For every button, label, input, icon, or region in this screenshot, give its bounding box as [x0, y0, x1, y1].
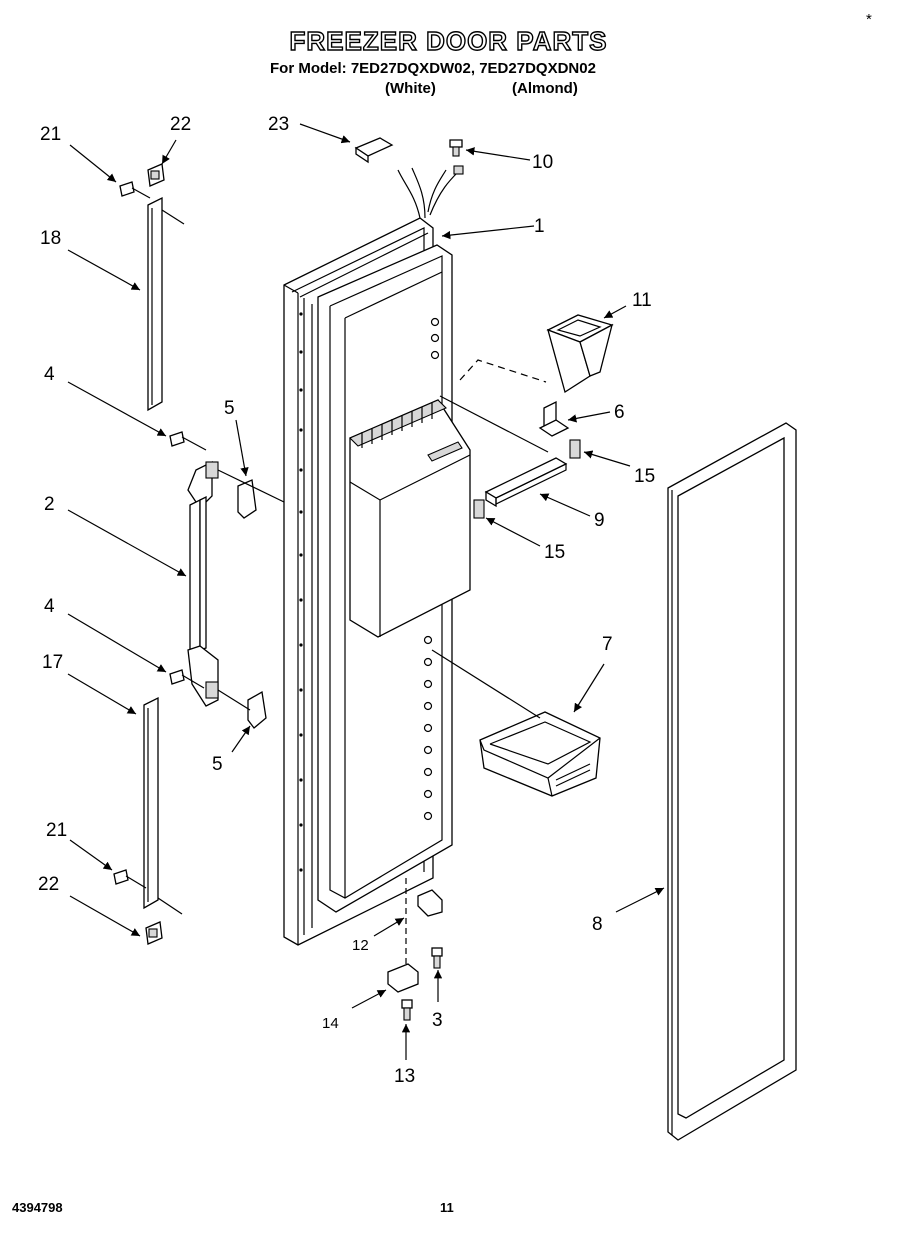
dispenser-housing	[349, 399, 471, 638]
callout-4-lower: 4	[44, 596, 55, 617]
guide-line-7	[431, 649, 541, 719]
callout-2: 2	[44, 494, 55, 515]
ice-chute	[546, 314, 614, 394]
callout-6: 6	[614, 402, 625, 423]
callout-13: 13	[394, 1066, 415, 1087]
hinge-bushing	[417, 889, 443, 917]
page-number: 11	[440, 1200, 454, 1215]
callout-5-upper: 5	[224, 398, 235, 419]
callout-22-lower: 22	[38, 874, 59, 895]
clip-15-upper	[569, 439, 581, 459]
callout-12: 12	[352, 937, 369, 954]
plug-22-upper	[147, 163, 165, 187]
guide-line-5a	[217, 469, 285, 503]
callout-3: 3	[432, 1010, 443, 1031]
variant-white-label: (White)	[385, 80, 436, 97]
guide-line-5b	[217, 689, 251, 711]
callout-leaders	[67, 123, 665, 1060]
callout-23: 23	[268, 114, 289, 135]
door-handle	[187, 460, 219, 707]
plug-22-lower	[145, 921, 163, 945]
dispenser-bar	[484, 457, 568, 508]
page-title: FREEZER DOOR PARTS	[289, 25, 608, 56]
callout-21-lower: 21	[46, 820, 67, 841]
document-number: 4394798	[12, 1200, 63, 1215]
handle-trim-upper	[147, 196, 185, 412]
handle-bracket-lower	[247, 690, 267, 729]
wire-harness	[397, 165, 464, 219]
guide-dashed-11	[459, 359, 547, 383]
callout-22-upper: 22	[170, 114, 191, 135]
handle-bracket-upper	[237, 479, 257, 519]
callout-15-lower: 15	[544, 542, 565, 563]
hinge-cam	[387, 963, 419, 993]
callout-18: 18	[40, 228, 61, 249]
callout-11: 11	[632, 290, 652, 311]
callout-4-upper: 4	[44, 364, 55, 385]
model-numbers: For Model: 7ED27DQXDW02, 7ED27DQXDN02	[270, 60, 596, 77]
bracket-6	[538, 400, 570, 437]
callout-14: 14	[322, 1015, 339, 1032]
callout-5-lower: 5	[212, 754, 223, 775]
screw-4-upper	[169, 431, 207, 451]
screw-21-upper	[119, 181, 151, 199]
clip-15-lower	[473, 499, 485, 519]
callout-8: 8	[592, 914, 603, 935]
door-bin	[479, 711, 601, 797]
callout-15-upper: 15	[634, 466, 655, 487]
handle-trim-lower	[143, 696, 183, 915]
variant-almond-label: (Almond)	[512, 80, 578, 97]
screw-10	[449, 139, 463, 157]
callout-9: 9	[594, 510, 605, 531]
callout-10: 10	[532, 152, 553, 173]
guide-line-9	[439, 395, 549, 453]
wire-connector-side	[355, 146, 369, 164]
callout-1: 1	[534, 216, 545, 237]
screw-21-lower	[113, 869, 147, 889]
corner-mark: *	[866, 11, 872, 28]
screw-13	[401, 999, 413, 1021]
door-gasket	[667, 422, 797, 1141]
callout-21-upper: 21	[40, 124, 61, 145]
screw-3	[431, 947, 443, 969]
screw-4-lower	[169, 669, 205, 689]
callout-17: 17	[42, 652, 63, 673]
callout-7: 7	[602, 634, 613, 655]
